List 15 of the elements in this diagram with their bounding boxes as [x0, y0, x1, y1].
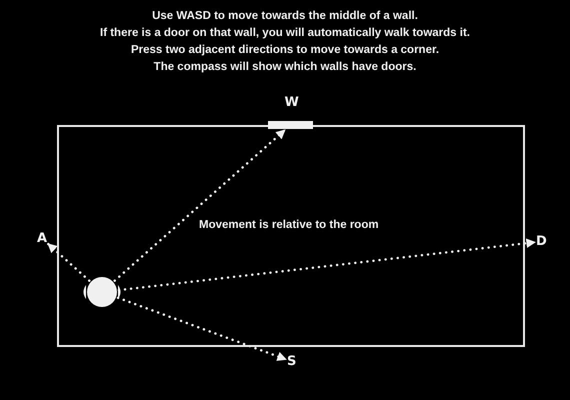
instruction-text: The compass will show which walls have doors. — [154, 61, 416, 73]
arrow — [46, 242, 90, 282]
arrow — [118, 238, 536, 292]
room-outline — [57, 125, 525, 347]
arrow — [114, 128, 286, 282]
arrow — [116, 296, 288, 361]
direction-label: A — [37, 231, 48, 246]
instruction-text: If there is a door on that wall, you will automatically walk towards it. — [100, 27, 470, 39]
direction-label: S — [287, 354, 296, 369]
door-marker — [268, 121, 313, 129]
room-caption: Movement is relative to the room — [199, 219, 379, 231]
instruction-text: Press two adjacent directions to move towards a corner. — [130, 44, 440, 56]
direction-label: W — [284, 95, 299, 110]
direction-label: D — [536, 234, 547, 249]
instruction-text: Use WASD to move towards the middle of a wall. — [152, 10, 418, 22]
